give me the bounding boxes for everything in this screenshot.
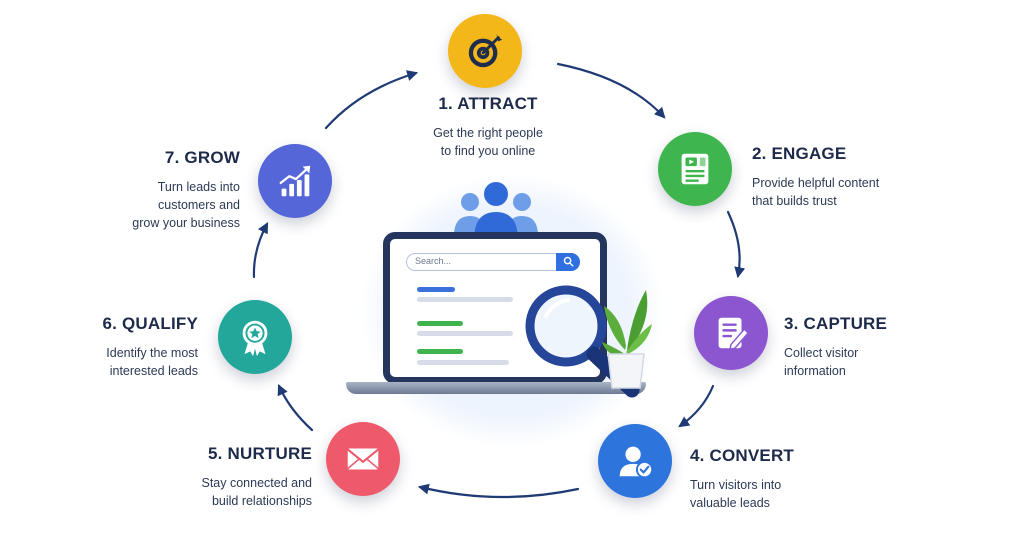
arrow-nurture-to-qualify — [277, 384, 314, 432]
result-title-line — [417, 349, 463, 354]
laptop-base — [346, 382, 646, 394]
stage-convert-text: 4. CONVERT Turn visitors into valuable l… — [690, 446, 910, 512]
arrow-grow-to-attract — [324, 70, 419, 130]
audience-icon — [454, 182, 538, 240]
stage-description: Turn visitors into valuable leads — [690, 478, 782, 510]
stage-engage-text: 2. ENGAGE Provide helpful content that b… — [752, 144, 972, 210]
stage-attract-text: 1. ATTRACT Get the right people to find … — [378, 94, 598, 160]
stage-title: 5. NURTURE — [207, 444, 312, 463]
stage-nurture-icon-circle — [326, 422, 400, 496]
stage-description: Turn leads into customers and grow your … — [132, 180, 240, 230]
stage-attract-icon-circle — [448, 14, 522, 88]
arrow-convert-to-nurture — [417, 483, 580, 499]
stage-title: 6. QUALIFY — [102, 314, 198, 333]
content-icon — [681, 153, 709, 185]
result-title-line — [417, 287, 455, 292]
result-text-line — [417, 331, 513, 336]
search-bar: Search... — [406, 252, 580, 271]
stage-qualify-text: 6. QUALIFY Identify the most interested … — [0, 314, 198, 380]
stage-qualify-icon-circle — [218, 300, 292, 374]
arrow-engage-to-capture — [726, 210, 746, 279]
stage-description: Stay connected and build relationships — [201, 476, 313, 508]
result-text-line — [417, 360, 509, 365]
stage-title: 1. ATTRACT — [438, 94, 538, 113]
stage-engage-icon-circle — [658, 132, 732, 206]
result-text-line — [417, 297, 513, 302]
stage-capture-icon-circle — [694, 296, 768, 370]
stage-description: Identify the most interested leads — [106, 346, 198, 378]
stage-title: 4. CONVERT — [690, 446, 795, 465]
result-title-line — [417, 321, 463, 326]
envelope-icon — [347, 448, 379, 470]
stage-description: Provide helpful content that builds trus… — [752, 176, 880, 208]
stage-description: Collect visitor information — [784, 346, 859, 378]
plant-icon — [602, 290, 652, 389]
form-icon — [718, 317, 750, 351]
stage-nurture-text: 5. NURTURE Stay connected and build rela… — [92, 444, 313, 510]
stage-grow-icon-circle — [258, 144, 332, 218]
stage-description: Get the right people to find you online — [433, 126, 543, 158]
stage-title: 7. GROW — [164, 148, 240, 167]
award-badge-icon — [242, 320, 268, 357]
arrow-capture-to-convert — [678, 384, 715, 428]
stage-grow-text: 7. GROW Turn leads into customers and gr… — [20, 148, 240, 232]
growth-chart-icon — [279, 165, 311, 197]
stage-title: 3. CAPTURE — [784, 314, 888, 333]
search-icon — [563, 256, 573, 267]
target-icon — [468, 33, 503, 68]
stage-title: 2. ENGAGE — [752, 144, 847, 163]
arrow-qualify-to-grow — [252, 222, 269, 279]
stage-capture-text: 3. CAPTURE Collect visitor information — [784, 314, 1004, 380]
user-check-icon — [619, 446, 654, 479]
stage-convert-icon-circle — [598, 424, 672, 498]
search-button — [556, 252, 580, 271]
search-placeholder: Search... — [415, 256, 452, 266]
arrow-attract-to-engage — [556, 62, 666, 119]
